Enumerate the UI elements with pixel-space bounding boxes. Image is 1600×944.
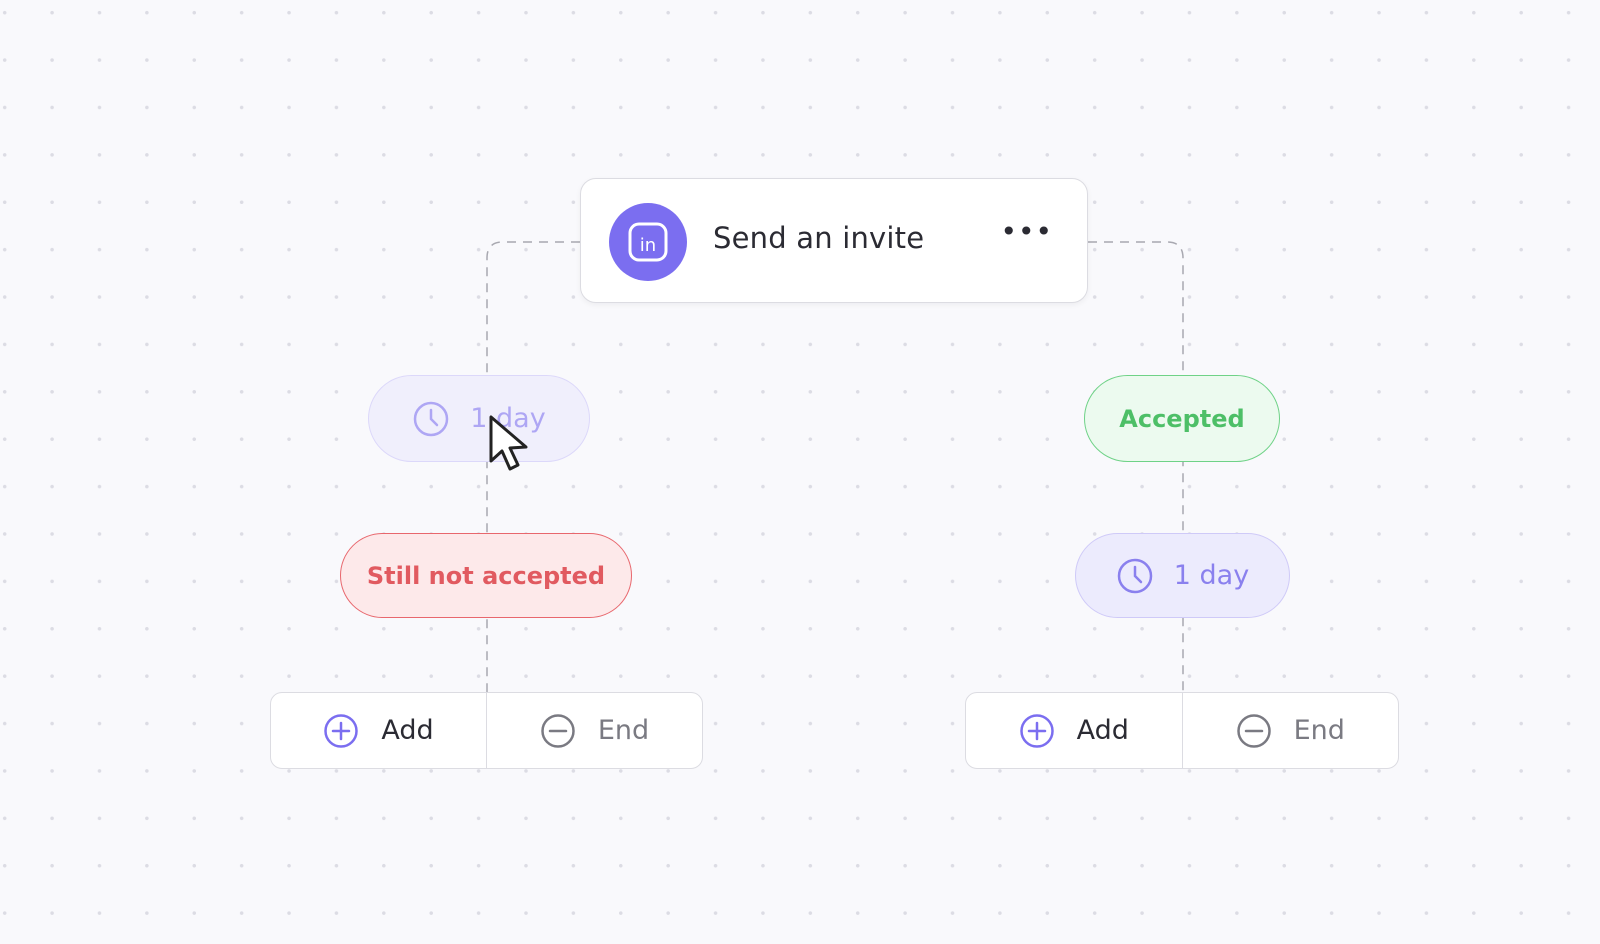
clock-icon <box>1117 558 1153 593</box>
add-label: Add <box>381 715 434 746</box>
left-branch-connector <box>486 241 580 692</box>
right-branch-connector <box>1088 241 1184 692</box>
delay-pill-left[interactable]: 1 day <box>368 375 590 462</box>
more-horizontal-icon[interactable]: ••• <box>1000 215 1053 248</box>
end-button[interactable]: End <box>1181 693 1399 768</box>
delay-label: 1 day <box>470 403 546 434</box>
add-button[interactable]: Add <box>966 693 1182 768</box>
delay-pill-right[interactable]: 1 day <box>1075 533 1290 618</box>
send-invite-node[interactable]: in Send an invite ••• <box>580 178 1088 303</box>
minus-circle-icon <box>1236 713 1271 748</box>
add-button[interactable]: Add <box>271 693 486 768</box>
plus-circle-icon <box>1019 713 1054 748</box>
delay-label: 1 day <box>1173 560 1250 591</box>
add-label: Add <box>1076 715 1129 746</box>
actions-left: Add End <box>270 692 703 769</box>
condition-label: Still not accepted <box>366 561 606 590</box>
node-title: Send an invite <box>713 221 925 255</box>
minus-circle-icon <box>541 713 575 748</box>
linkedin-icon: in <box>609 203 687 281</box>
end-label: End <box>1293 715 1345 746</box>
actions-right: Add End <box>965 692 1399 769</box>
mouse-cursor-icon <box>489 415 528 471</box>
condition-label: Accepted <box>1119 404 1245 433</box>
condition-still-not-accepted[interactable]: Still not accepted <box>340 533 632 618</box>
plus-circle-icon <box>324 713 359 748</box>
condition-accepted[interactable]: Accepted <box>1084 375 1280 462</box>
svg-text:in: in <box>640 235 656 256</box>
clock-icon <box>414 401 449 436</box>
end-label: End <box>597 715 650 746</box>
end-button[interactable]: End <box>486 693 702 768</box>
